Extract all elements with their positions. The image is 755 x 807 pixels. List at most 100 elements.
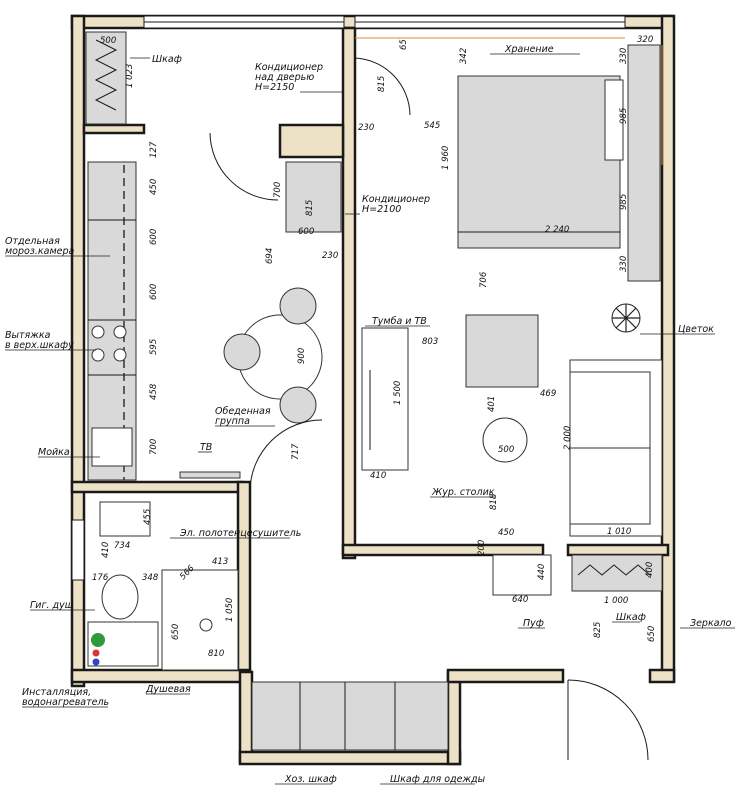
coffee-table — [482, 417, 528, 463]
dim-717: 717 — [291, 443, 301, 460]
chair-3 — [279, 386, 317, 424]
label-tv: ТВ — [200, 442, 212, 453]
walls — [70, 14, 676, 766]
dim-127: 127 — [149, 141, 159, 158]
dim-230b: 230 — [322, 251, 338, 261]
storage-cabinet — [627, 44, 661, 282]
wall-hall-right — [566, 543, 670, 557]
burner-1 — [91, 325, 105, 339]
label-ac-door-3: H=2150 — [255, 82, 294, 93]
wall-left — [70, 14, 86, 688]
dim-700b: 700 — [273, 182, 283, 198]
label-pouf: Пуф — [523, 618, 544, 629]
label-tv-stand: Тумба и ТВ — [372, 316, 427, 327]
dim-803: 803 — [422, 337, 438, 347]
kitchen-sink — [91, 427, 133, 467]
dim-815a: 815 — [377, 76, 387, 92]
shower — [161, 569, 239, 671]
dim-400: 400 — [645, 562, 655, 578]
label-hood-1: Вытяжка — [5, 330, 51, 341]
dim-640: 640 — [512, 595, 528, 605]
label-hood-2: в верх.шкафу — [5, 340, 74, 351]
label-installation-1: Инсталляция, — [22, 687, 91, 698]
wall-bath-right — [236, 480, 252, 674]
wall-entrance — [446, 668, 565, 684]
wall-kitchen-ac — [278, 123, 345, 159]
labels: Шкаф Кондиционер над дверью H=2150 Хране… — [5, 44, 735, 785]
dim-734: 734 — [114, 541, 130, 551]
label-coffee-table: Жур. столик — [431, 487, 495, 498]
dim-458: 458 — [149, 383, 159, 400]
wall-closet-bottom — [238, 750, 462, 766]
dim-410a: 410 — [370, 471, 386, 481]
label-ac2-1: Кондиционер — [362, 194, 430, 205]
armchair — [465, 314, 539, 388]
dim-1010: 1 010 — [607, 527, 631, 537]
dim-1050: 1 050 — [225, 598, 235, 622]
dim-810: 810 — [208, 649, 224, 659]
kitchen-counter — [87, 161, 137, 481]
dim-455: 455 — [143, 509, 153, 525]
label-ac-door-1: Кондиционер — [255, 62, 323, 73]
pillow — [604, 79, 624, 161]
bottom-closets — [251, 681, 449, 751]
dim-985b: 985 — [619, 194, 629, 210]
dim-985a: 985 — [619, 108, 629, 124]
chair-1 — [279, 287, 317, 325]
dim-1000: 1 000 — [604, 596, 628, 606]
dim-450b: 450 — [498, 528, 514, 538]
wall-closet-right — [446, 670, 462, 766]
label-shower: Душевая — [145, 684, 191, 695]
doors — [209, 57, 649, 761]
dim-825: 825 — [593, 622, 603, 638]
dim-650b: 650 — [647, 626, 657, 642]
wall-bath-top — [70, 480, 244, 494]
label-ac2-2: H=2100 — [362, 204, 401, 215]
dim-440: 440 — [537, 564, 547, 580]
furniture — [85, 31, 663, 751]
dim-348: 348 — [142, 573, 159, 583]
dim-330b: 330 — [619, 256, 629, 272]
label-clothes-closet: Шкаф для одежды — [390, 774, 486, 785]
label-ac-door-2: над дверью — [255, 72, 314, 83]
dim-700a: 700 — [149, 439, 159, 455]
bed — [457, 75, 621, 249]
wall-br — [648, 668, 676, 684]
bath-sink — [99, 501, 151, 537]
label-dining-2: группа — [215, 416, 250, 427]
dim-2000: 2 000 — [563, 426, 573, 450]
dim-230a: 230 — [358, 123, 374, 133]
label-hyg-shower: Гиг. душ — [30, 600, 74, 611]
pouf — [492, 554, 552, 596]
dim-500b: 500 — [498, 445, 514, 455]
wall-closet-left — [238, 670, 254, 764]
dim-600b: 600 — [149, 284, 159, 300]
dim-900: 900 — [297, 348, 307, 364]
toilet — [101, 574, 139, 620]
dim-469: 469 — [540, 389, 556, 399]
wall-right — [660, 14, 676, 683]
label-wardrobe-hall: Шкаф — [616, 612, 646, 623]
dim-595: 595 — [149, 339, 159, 355]
wardrobe-top — [85, 31, 127, 125]
dim-1960: 1 960 — [441, 146, 451, 170]
wall-hall — [341, 543, 545, 557]
dim-65: 65 — [399, 39, 409, 50]
label-dining-1: Обеденная — [215, 406, 271, 417]
dim-330a: 330 — [619, 48, 629, 64]
wall-bottom-left — [70, 668, 252, 684]
label-flower: Цветок — [678, 324, 714, 335]
label-storage: Хранение — [504, 44, 554, 55]
ac-cabinet — [285, 161, 342, 233]
tv-kitchen — [179, 471, 241, 479]
dim-500: 500 — [100, 36, 116, 46]
label-utility-closet: Хоз. шкаф — [284, 774, 337, 785]
dim-410b: 410 — [101, 542, 111, 558]
wall-wardrobe — [82, 123, 146, 135]
label-installation-2: водонагреватель — [22, 697, 109, 708]
chair-2 — [223, 333, 261, 371]
dim-200: 200 — [477, 540, 487, 556]
dim-401: 401 — [487, 396, 497, 412]
label-freezer-2: мороз.камера — [5, 246, 74, 257]
label-freezer-1: Отдельная — [5, 236, 60, 247]
